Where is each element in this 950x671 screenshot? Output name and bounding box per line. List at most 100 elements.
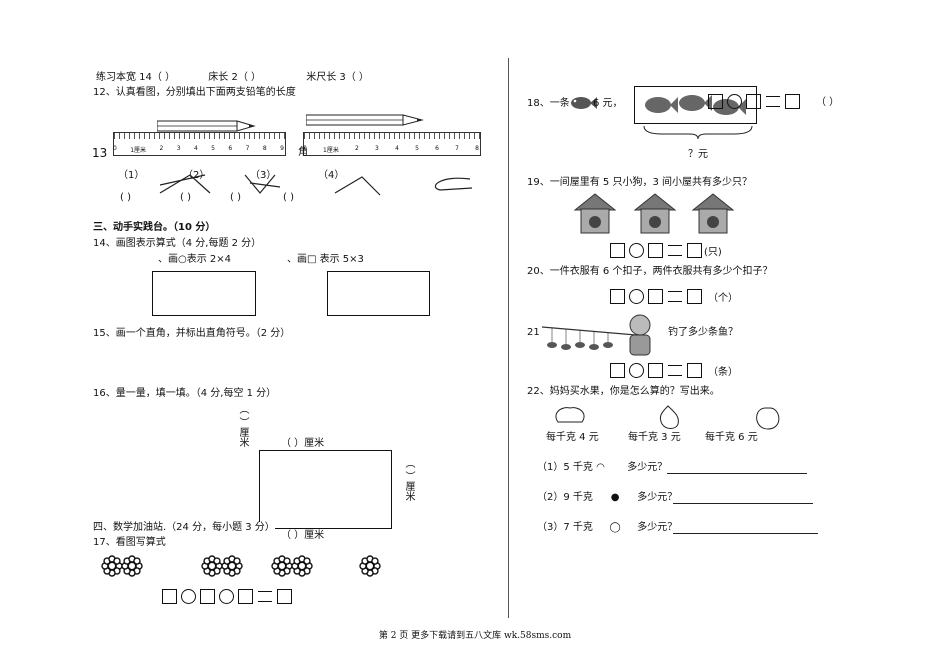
angle-label-4: （4） [318,170,345,181]
question-14a: 、画○表示 2×4 [158,254,232,265]
equals-sign [668,244,682,256]
equals-sign [668,290,682,302]
question-14: 14、画图表示算式（4 分,每题 2 分） [93,238,262,249]
answer-box[interactable] [610,288,625,304]
ruler-tick-label: 3 [375,145,379,152]
answer-box[interactable] [200,588,215,604]
question-12: 12、认真看图，分别填出下面两支铅笔的长度 [93,87,296,98]
angle-blank-3[interactable]: ( ) [230,192,241,203]
ruler-tick-label: 4 [395,145,399,152]
question-16: 16、量一量，填一填。（4 分,每空 1 分） [93,388,277,399]
angle-blank-1[interactable]: ( ) [120,192,131,203]
question-19-unit: (只) [704,246,722,258]
ruler-tick-label: 2 [159,145,164,152]
answer-box[interactable] [648,288,663,304]
answer-box[interactable] [277,588,292,604]
measure-bottom-blank[interactable]: （ ）厘米 [281,530,325,541]
answer-box[interactable] [687,242,702,258]
equation-18 [706,93,802,109]
sub-question-tail: 多少元？ [637,522,678,533]
angle-blank-4[interactable]: ( ) [283,192,294,203]
question-21: 钓了多少条鱼？ [668,327,738,338]
answer-box[interactable] [785,93,800,109]
operator-circle[interactable] [181,588,196,604]
draw-box-squares[interactable] [327,271,430,316]
measure-right-blank[interactable]: （ ）厘米 [403,458,414,502]
ruler-tick-label: 7 [245,145,250,152]
question-13-number: 13 [92,146,108,160]
answer-box[interactable] [708,93,723,109]
peach-icon: ◠ [596,462,605,473]
cat-fishing-icon [541,314,651,356]
ruler-tick-label: 1厘米 [130,147,147,154]
answer-box[interactable] [687,362,702,378]
answer-box[interactable] [610,362,625,378]
ruler-tick-label: 7 [455,145,459,152]
ruler-tick-label: 8 [475,145,479,152]
ruler-tick-label: 6 [435,145,439,152]
sub-question-1: （1）5 千克 ◠ 多少元？ [537,462,667,474]
operator-circle[interactable] [219,588,234,604]
answer-box[interactable] [610,242,625,258]
angle-blank-2[interactable]: ( ) [180,192,191,203]
pear-icon: ● [610,492,620,503]
answer-box[interactable] [238,588,253,604]
measure-left-blank[interactable]: （ ）厘米 [237,404,248,448]
ruler-tick-label: 3 [176,145,181,152]
angle-label-1: （1） [118,170,145,181]
pencil-left [156,117,257,132]
ruler-right: 0 1厘米 2 3 4 5 6 7 8 [303,128,481,160]
ruler-tick-label: 8 [262,145,267,152]
brace-icon [643,125,753,140]
angle-label-2: （2） [183,170,210,181]
answer-box[interactable] [162,588,177,604]
ruler-tick-label: 5 [211,145,215,152]
equation-19: (只) [608,242,722,258]
sub-question-label: （3）7 千克 [537,522,593,533]
ruler-tick-label: 5 [415,145,419,152]
sub-question-label: （2）9 千克 [537,492,593,503]
answer-box[interactable] [648,242,663,258]
answer-line-2[interactable] [673,503,813,504]
answer-line-1[interactable] [667,473,807,474]
sub-question-3: （3）7 千克 ◯ 多少元？ [537,522,677,534]
sun-flower-icons [101,555,381,577]
question-17: 17、看图写算式 [93,537,166,548]
operator-circle[interactable] [629,288,644,304]
operator-circle[interactable] [629,362,644,378]
sub-question-tail: 多少元？ [627,462,668,473]
draw-box-circles[interactable] [152,271,256,316]
apple-icon: ◯ [609,522,621,533]
question-14b: 、画□ 表示 5×3 [287,254,364,265]
operator-circle[interactable] [727,93,742,109]
ruler-tick-label: 1厘米 [323,147,339,154]
answer-box[interactable] [746,93,761,109]
answer-box[interactable] [687,288,702,304]
sub-question-2: （2）9 千克 ● 多少元？ [537,492,677,504]
measure-top-blank[interactable]: （ ）厘米 [281,438,325,449]
equation-21: （条） [608,362,738,378]
measure-rectangle [259,450,392,529]
equals-sign [668,364,682,376]
item-notebook: 练习本宽 14（ ） [96,72,176,83]
equals-sign [258,590,272,602]
question-20-unit: （个） [708,292,738,304]
ruler-tick-label: 2 [355,145,359,152]
angle-drawings [159,174,473,196]
question-21-unit: （条） [708,366,738,378]
question-21-number: 21 [527,327,540,338]
question-18-unit[interactable]: （ ） [816,97,840,108]
answer-box[interactable] [648,362,663,378]
question-19: 19、一间屋里有 5 只小狗，3 间小屋共有多少只？ [527,177,752,188]
angle-label-3: （3） [250,170,277,181]
section-4-title: 四、数学加油站.（24 分，每小题 3 分） [93,522,275,534]
ruler-tick-label: 0 [303,145,307,152]
question-18-question: ？元 [688,149,708,160]
ruler-tick-label: 6 [228,145,233,152]
ruler-tick-label: 9 [280,145,284,152]
question-18-start: 18、一条 [527,98,570,109]
operator-circle[interactable] [629,242,644,258]
answer-line-3[interactable] [673,533,818,534]
fruit-icons [555,405,780,430]
